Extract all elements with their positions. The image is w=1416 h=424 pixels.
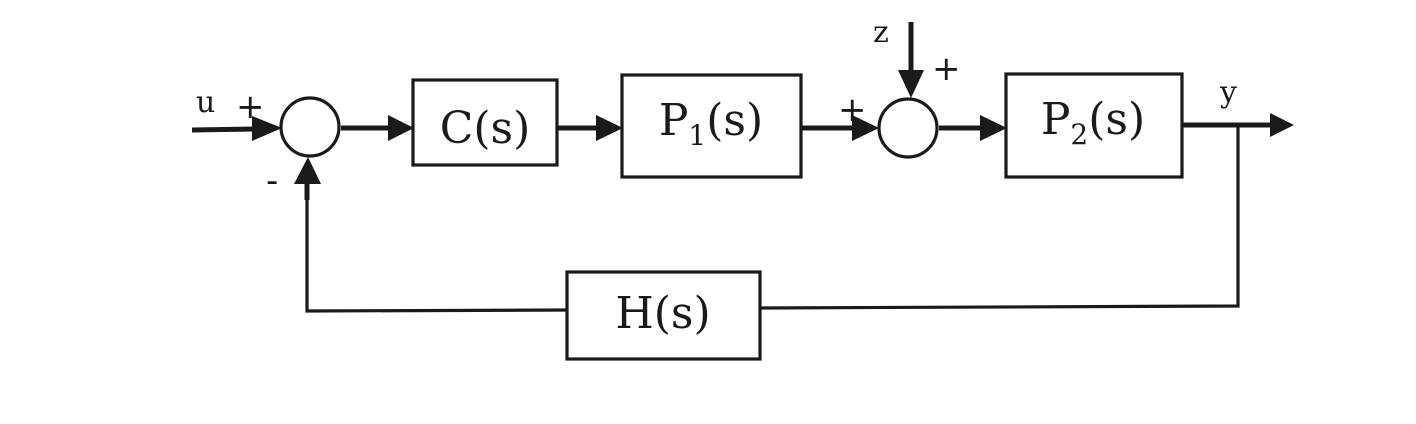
controller-arg: (s) — [473, 103, 530, 154]
plant1-arg: (s) — [706, 95, 763, 146]
edge-z-to-sum2 — [898, 22, 924, 98]
sum1-sign-feedback: - — [266, 161, 278, 201]
block-controller: C(s) — [411, 78, 559, 167]
edge-plant2-to-y — [1182, 113, 1294, 137]
edge-y-to-feedback — [759, 125, 1240, 310]
summing-junction-1 — [279, 96, 341, 158]
edge-u-to-sum1 — [191, 116, 282, 141]
signal-label-y: y — [1219, 75, 1237, 110]
feedback-label: H — [615, 288, 653, 339]
svg-text:C(s): C(s) — [440, 103, 531, 154]
svg-text:P2(s): P2(s) — [1041, 94, 1145, 151]
arrowhead — [252, 116, 282, 141]
arrowhead — [980, 115, 1007, 141]
edge-controller-to-plant1 — [557, 115, 623, 141]
plant1-subscript: 1 — [688, 119, 706, 152]
block-plant2: P2(s) — [1004, 72, 1184, 179]
arrowhead — [294, 157, 321, 184]
signal-label-u: u — [196, 85, 215, 120]
plant2-arg: (s) — [1088, 94, 1145, 145]
edge-sum2-to-plant2 — [939, 115, 1007, 141]
edge-sum1-to-controller — [341, 115, 414, 141]
svg-text:P1(s): P1(s) — [659, 95, 763, 152]
edge-plant1-to-sum2 — [801, 115, 879, 141]
sum2-sign-disturbance: + — [932, 49, 961, 89]
block-feedback: H(s) — [565, 270, 762, 361]
arrowhead — [898, 70, 924, 98]
plant2-label: P — [1041, 94, 1071, 145]
feedback-arg: (s) — [654, 288, 711, 339]
svg-text:H(s): H(s) — [615, 288, 710, 339]
arrowhead — [1270, 113, 1294, 137]
block-plant1: P1(s) — [620, 73, 803, 179]
edge-feedback-to-sum1 — [294, 157, 568, 313]
arrowhead — [852, 115, 879, 141]
controller-label: C — [440, 103, 474, 154]
arrowhead — [388, 115, 414, 141]
summing-junction-2 — [877, 97, 939, 159]
plant1-label: P — [659, 95, 689, 146]
arrowhead — [596, 115, 623, 141]
sum1-sign-input: + — [236, 87, 265, 127]
plant2-subscript: 2 — [1070, 118, 1088, 151]
signal-label-z: z — [873, 15, 889, 50]
sum2-sign-plant1: + — [838, 90, 867, 130]
